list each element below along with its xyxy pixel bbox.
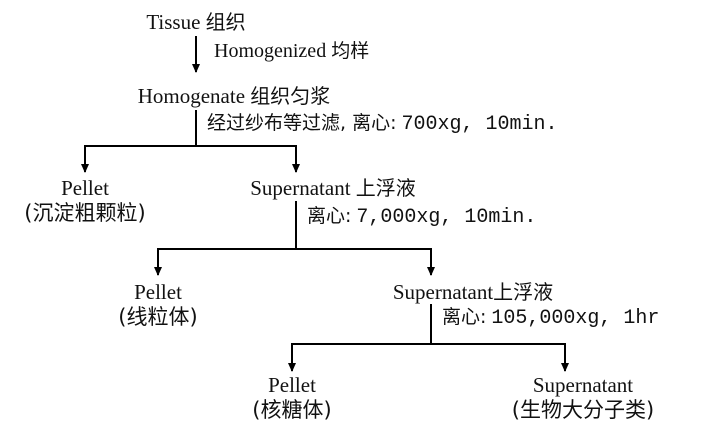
annotation-step1-value: 700xg, 10min. [401,113,558,136]
connector-split3-bar [292,343,565,345]
arrow-tissue-to-homogenate [195,36,197,72]
node-pellet-2: Pellet (线粒体) [118,280,197,330]
node-supernatant-2-cn: 上浮液 [493,280,554,304]
node-supernatant-1-en: Supernatant [250,176,351,200]
arrow-split2-left [157,248,159,275]
connector-stem-step1 [195,110,197,146]
annotation-step2: 离心: 7,000xg, 10min. [307,205,536,230]
annotation-step3: 离心: 105,000xg, 1hr [442,306,659,331]
node-pellet-2-cn: (线粒体) [118,304,198,329]
node-supernatant-1: Supernatant 上浮液 [250,176,416,201]
node-pellet-1-cn: (沉淀粗颗粒) [24,200,146,225]
arrow-split2-right [430,248,432,275]
annotation-step1: 经过纱布等过滤, 离心: 700xg, 10min. [207,112,558,137]
node-supernatant-1-cn: 上浮液 [355,176,416,200]
annotation-step3-cn: 离心: [442,306,487,328]
node-homogenate-en: Homogenate [137,84,246,108]
node-tissue: Tissue 组织 [146,10,245,35]
node-supernatant-2-en: Supernatant [392,280,494,304]
arrow-split3-left [291,343,293,371]
node-pellet-3: Pellet (核糖体) [252,373,331,423]
node-supernatant-2: Supernatant上浮液 [393,280,553,305]
node-homogenate-cn: 组织匀浆 [250,84,331,108]
connector-split1-bar [85,145,296,147]
annotation-step3-value: 105,000xg, 1hr [491,307,660,330]
annotation-homogenize: Homogenized 均样 [214,40,369,64]
annotation-homogenize-cn: 均样 [331,40,370,62]
connector-stem-step2 [295,201,297,249]
node-pellet-1: Pellet (沉淀粗颗粒) [24,176,145,226]
annotation-step2-cn: 离心: [307,205,352,227]
node-tissue-cn: 组织 [205,10,246,34]
node-tissue-en: Tissue [146,10,201,34]
arrow-split3-right [564,343,566,371]
node-homogenate: Homogenate 组织匀浆 [138,84,331,109]
annotation-step2-value: 7,000xg, 10min. [356,206,537,229]
connector-split2-bar [158,248,431,250]
connector-stem-step3 [430,304,432,344]
node-supernatant-3-en: Supernatant [532,373,634,397]
node-pellet-3-en: Pellet [268,373,316,397]
node-supernatant-3-cn: (生物大分子类) [511,397,655,422]
node-pellet-2-en: Pellet [134,280,182,304]
annotation-step1-cn: 经过纱布等过滤, 离心: [207,112,397,134]
node-pellet-1-en: Pellet [61,176,109,200]
arrow-split1-left [84,145,86,172]
annotation-homogenize-en: Homogenized [214,40,327,62]
arrow-split1-right [295,145,297,172]
node-pellet-3-cn: (核糖体) [252,397,332,422]
node-supernatant-3: Supernatant (生物大分子类) [512,373,654,423]
